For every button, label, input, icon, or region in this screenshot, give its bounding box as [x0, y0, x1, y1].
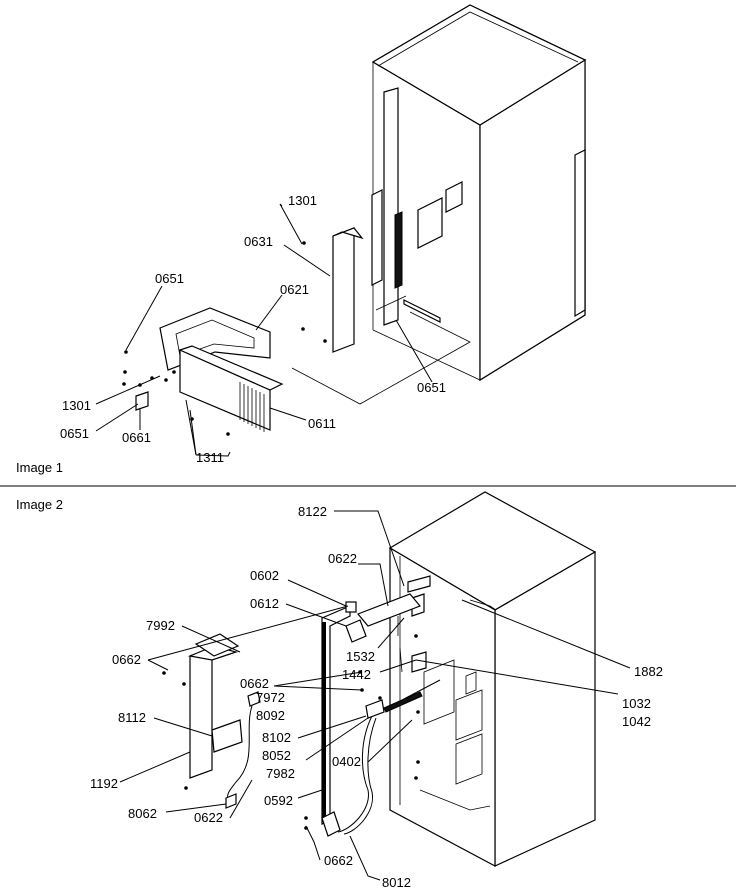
refrigerator-cabinet-2 — [388, 491, 597, 867]
vent-grille — [239, 382, 265, 432]
label-8102: 8102 — [262, 730, 291, 745]
label-0622-bottom: 0622 — [194, 810, 223, 825]
label-0611: 0611 — [308, 416, 336, 431]
part-8092-thermostat — [225, 691, 261, 809]
label-1301-left: 1301 — [62, 398, 91, 413]
label-0631: 0631 — [244, 234, 273, 249]
label-1301-top: 1301 — [288, 193, 317, 208]
label-0402: 0402 — [332, 754, 361, 769]
image1-title: Image 1 — [16, 460, 63, 475]
label-0592: 0592 — [264, 793, 293, 808]
label-1032: 1032 — [622, 696, 651, 711]
label-1042: 1042 — [622, 714, 651, 729]
wire-harness-8012 — [337, 715, 373, 833]
label-1532: 1532 — [346, 649, 375, 664]
label-0651-left: 0651 — [155, 271, 184, 286]
label-7992: 7992 — [146, 618, 175, 633]
label-1882: 1882 — [634, 664, 663, 679]
label-1442: 1442 — [342, 667, 371, 682]
label-0621: 0621 — [280, 282, 309, 297]
part-0402-rail — [383, 691, 423, 713]
leader-lines-image1 — [95, 203, 433, 457]
label-1192: 1192 — [90, 776, 118, 791]
part-7972-bracket — [365, 699, 385, 719]
label-7972: 7972 — [256, 690, 285, 705]
label-0651-right: 0651 — [417, 380, 446, 395]
floor-guide-line — [291, 311, 471, 405]
label-0662-mid: 0662 — [240, 676, 269, 691]
refrigerator-cabinet-1 — [371, 4, 587, 382]
labels-image1: 1301 0631 0651 0621 1301 0651 0661 1311 … — [16, 193, 446, 475]
label-8092: 8092 — [256, 708, 285, 723]
part-0592-tube — [321, 601, 357, 837]
part-0631-panel — [332, 227, 364, 353]
label-8012: 8012 — [382, 875, 411, 890]
label-0661: 0661 — [122, 430, 151, 445]
label-0622-top: 0622 — [328, 551, 357, 566]
label-8112: 8112 — [118, 710, 146, 725]
label-0662-left: 0662 — [112, 652, 141, 667]
label-8122: 8122 — [298, 504, 327, 519]
labels-image2: Image 2 8122 0622 0602 0612 7992 0662 15… — [16, 497, 663, 890]
image2-panel: Image 2 8122 0622 0602 0612 7992 0662 15… — [16, 491, 663, 890]
screws-image2 — [162, 634, 420, 830]
wire-harness-8012b — [343, 717, 377, 835]
part-0611-cover — [178, 345, 284, 432]
part-1192-housing — [187, 633, 243, 779]
image2-title: Image 2 — [16, 497, 63, 512]
leader-lines-image2 — [119, 510, 631, 881]
label-0662-bottom: 0662 — [324, 853, 353, 868]
label-0651-bottom-left: 0651 — [60, 426, 89, 441]
label-8052: 8052 — [262, 748, 291, 763]
part-0661-bracket — [135, 391, 149, 411]
part-1532-damper — [345, 593, 421, 673]
label-8062: 8062 — [128, 806, 157, 821]
label-1311: 1311 — [196, 450, 224, 465]
image1-panel: 1301 0631 0651 0621 1301 0651 0661 1311 … — [16, 4, 587, 475]
label-7982: 7982 — [266, 766, 295, 781]
label-0612: 0612 — [250, 596, 279, 611]
label-0602: 0602 — [250, 568, 279, 583]
